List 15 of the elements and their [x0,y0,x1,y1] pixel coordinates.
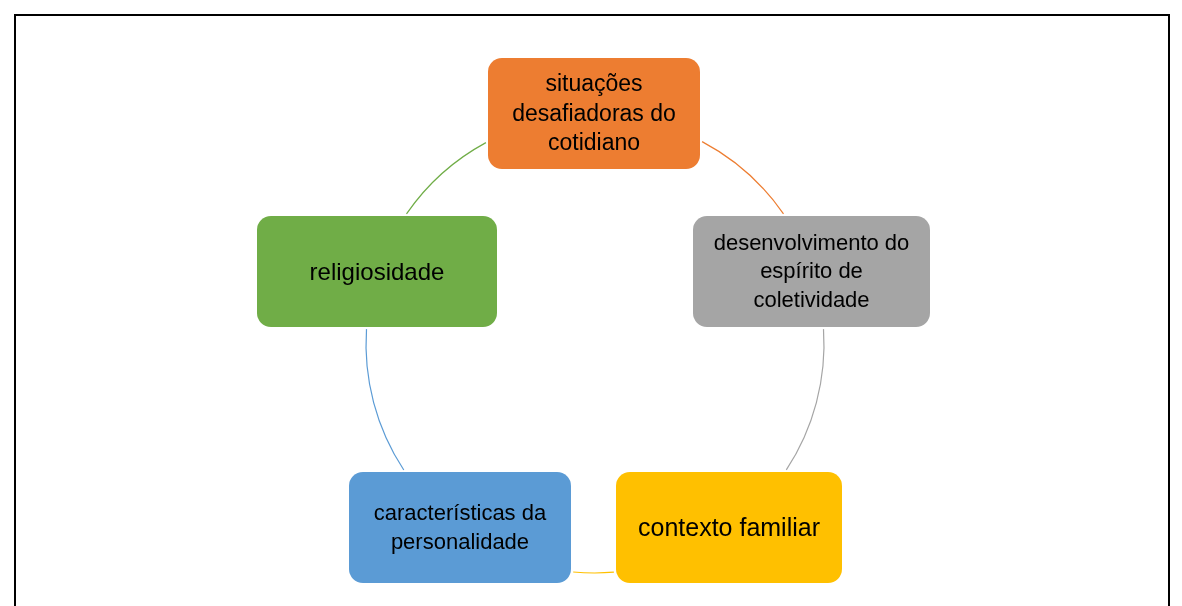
rounded-box [616,472,842,583]
box-label: desenvolvimento do espírito de coletividade [712,228,911,314]
connector-arc [701,141,785,215]
box-label: características da personalidade [372,498,548,556]
connector-arc [365,328,405,471]
rounded-box [693,216,930,327]
rounded-box [257,216,497,327]
connector-arc [405,142,487,215]
box-label: situações desafiadoras do cotidiano [511,68,677,158]
connector-arc [785,328,825,471]
rounded-box [488,58,700,169]
box-label: contexto familiar [638,512,820,544]
rounded-box [349,472,571,583]
connector-arc [572,571,615,574]
box-label: religiosidade [309,256,445,287]
